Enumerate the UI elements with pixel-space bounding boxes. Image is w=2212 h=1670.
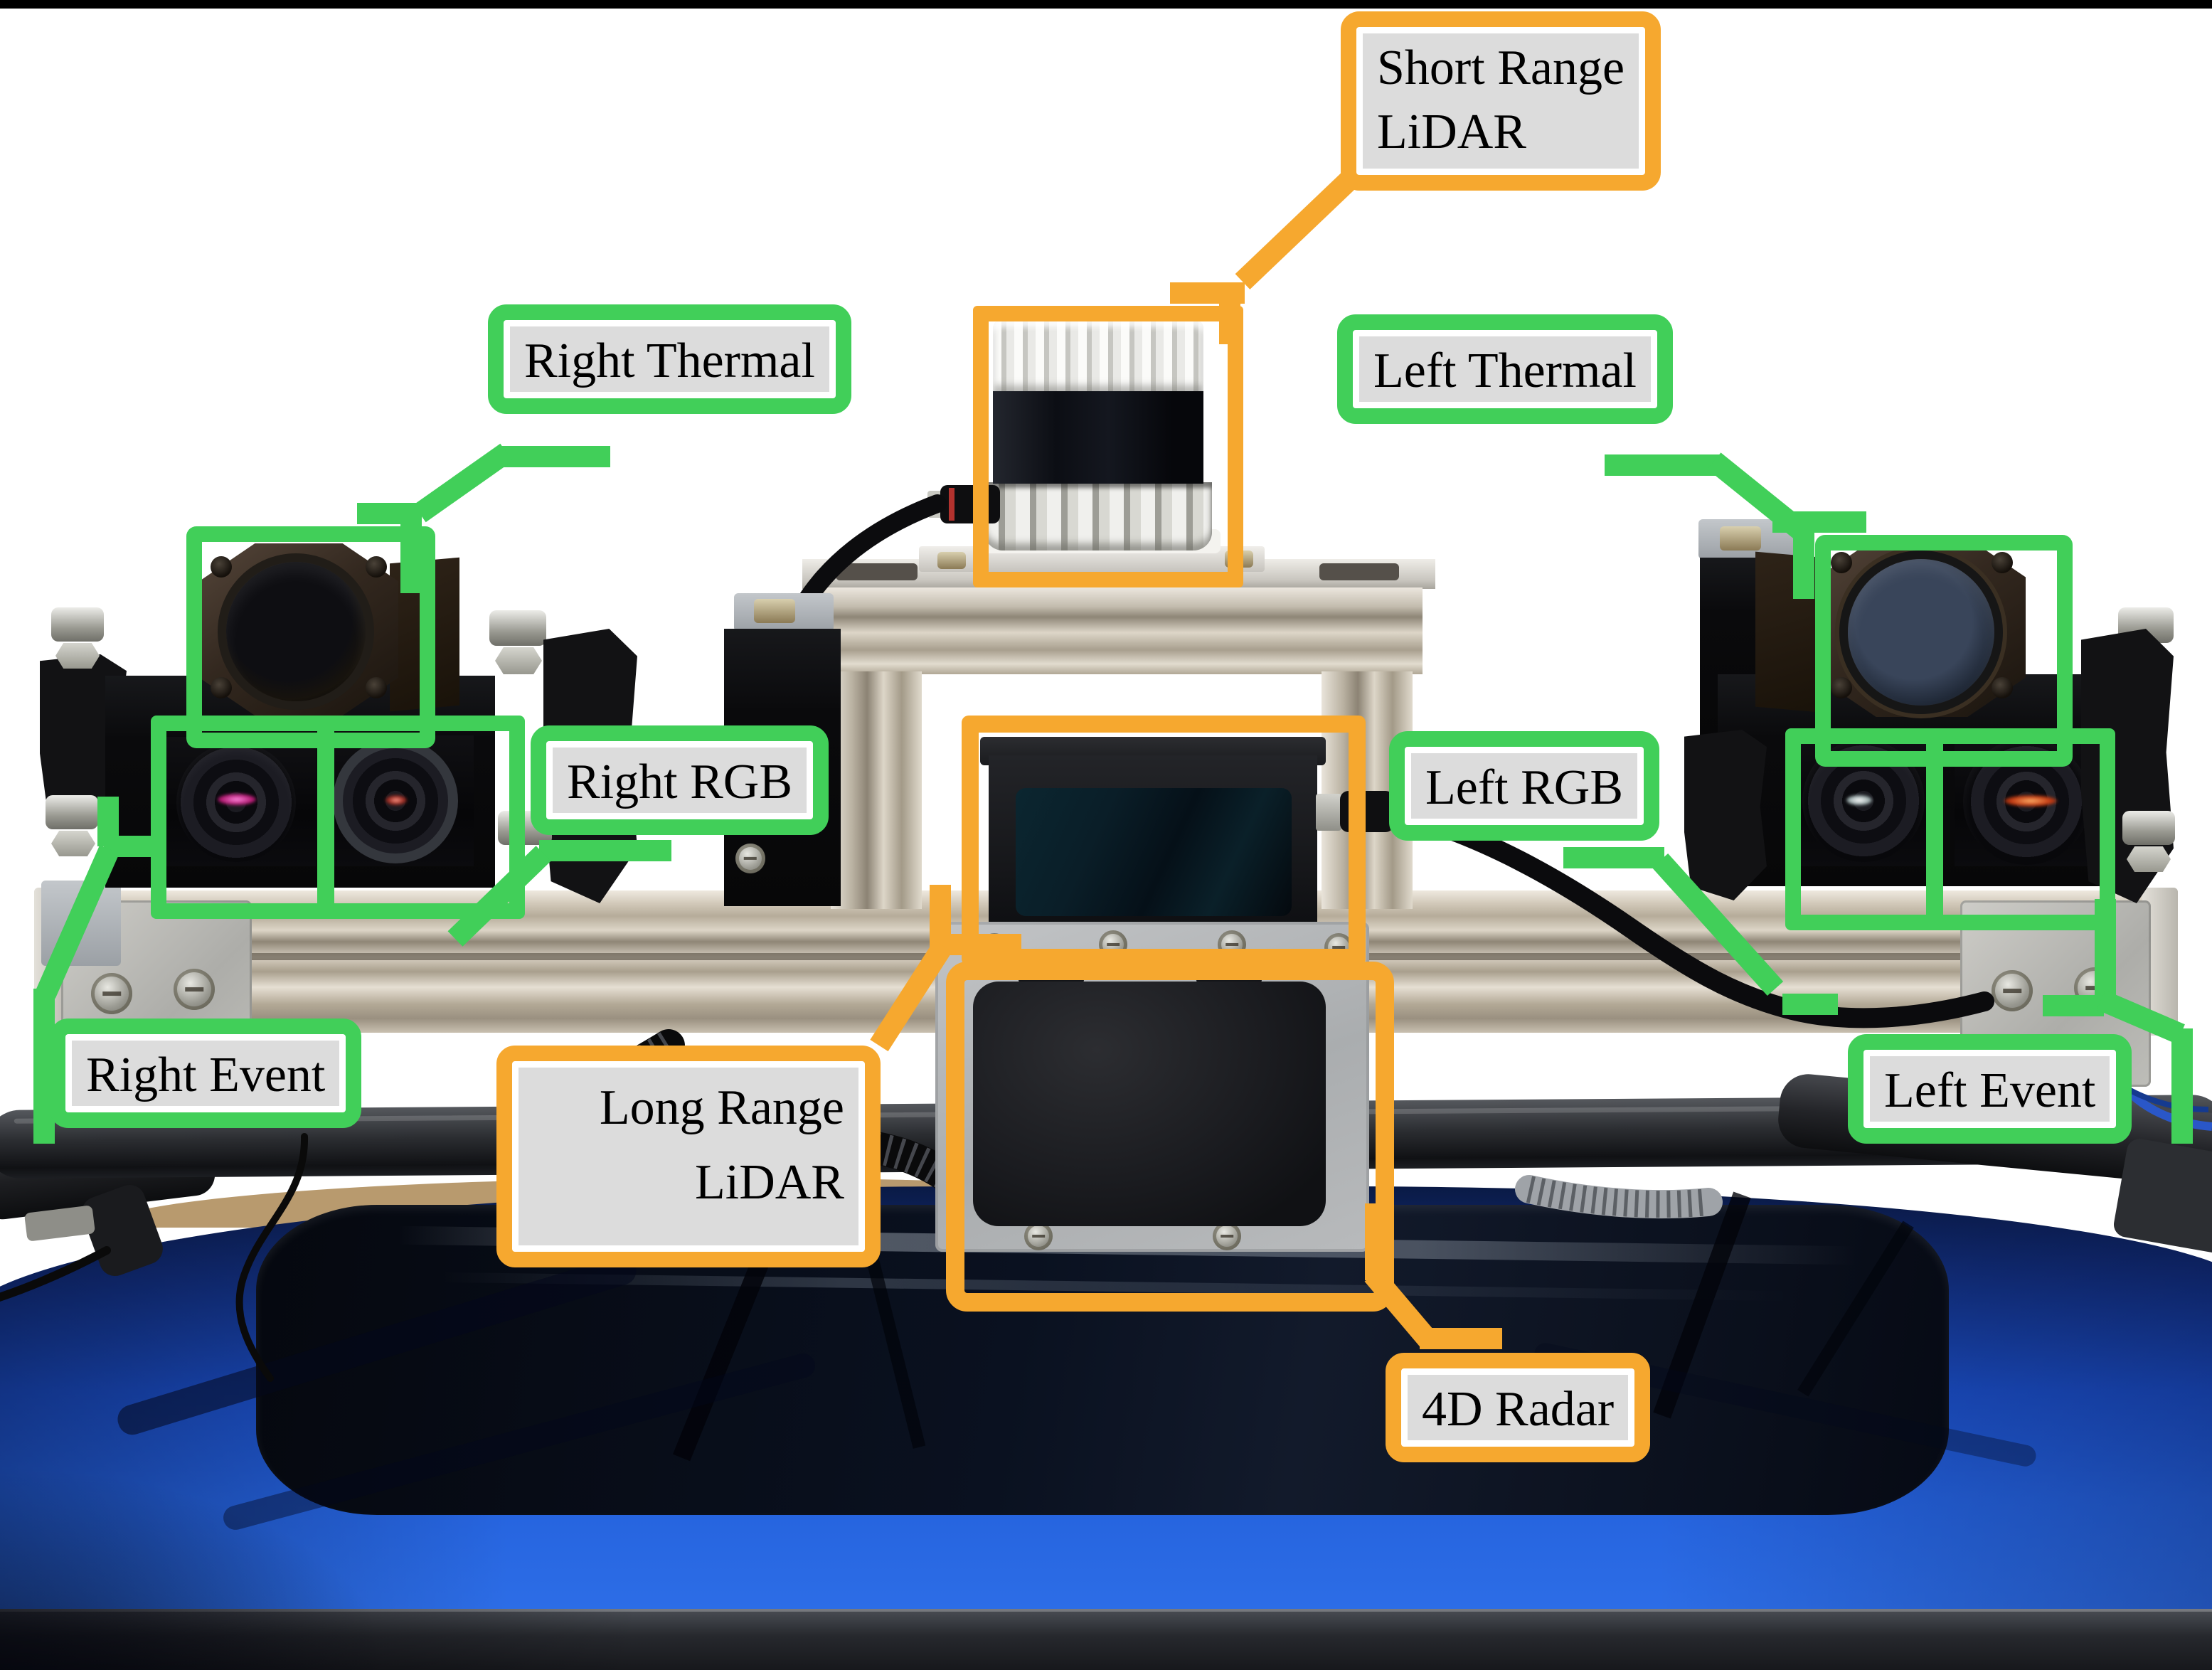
screw-head — [1213, 1222, 1241, 1250]
connector-nut — [1316, 794, 1341, 831]
thermal-lens-right — [226, 562, 366, 701]
nut — [2127, 846, 2171, 872]
lens-glint — [2004, 795, 2057, 807]
label-long-range-lidar-text: Long Range LiDAR — [519, 1068, 858, 1245]
bolt — [937, 552, 966, 569]
radar-sensor-4d — [973, 982, 1326, 1226]
screw-head — [1831, 552, 1852, 573]
screw-head — [1024, 1222, 1053, 1250]
top-border-bar — [0, 0, 2212, 9]
callout-divider — [1926, 744, 1943, 915]
callout-box-4d-radar — [946, 962, 1394, 1312]
bolt — [489, 610, 546, 646]
callout-box-left-camera-pair — [1785, 728, 2115, 930]
label-left-event: Left Event — [1848, 1034, 2132, 1144]
short-range-lidar-sensor — [993, 390, 1203, 484]
screw-head — [211, 556, 232, 578]
callout-box-right-thermal — [186, 526, 435, 748]
screw-head — [174, 969, 215, 1010]
label-short-range-lidar-text: Short Range LiDAR — [1363, 33, 1639, 169]
screw-head — [1831, 677, 1852, 698]
bolt — [754, 599, 795, 623]
tower-beam — [818, 587, 1423, 674]
label-right-thermal-text: Right Thermal — [510, 326, 829, 392]
leader-short-range-lidar — [1235, 171, 1358, 289]
short-range-lidar-heatsink — [993, 320, 1203, 391]
roof-rail-end-cap — [2112, 1137, 2212, 1256]
screw-head — [366, 677, 387, 698]
bolt — [46, 795, 98, 829]
callout-box-short-range-lidar — [973, 306, 1243, 587]
lidar-cable-connector — [940, 485, 1000, 523]
nut — [55, 643, 100, 669]
label-left-event-text: Left Event — [1870, 1056, 2110, 1122]
screw-head — [211, 677, 232, 698]
callout-box-right-camera-pair — [151, 716, 525, 919]
callout-box-long-range-lidar — [962, 716, 1366, 966]
bolt — [2122, 811, 2175, 845]
screw-head — [366, 556, 387, 578]
nut — [51, 831, 95, 856]
long-range-lidar-window — [1016, 788, 1292, 916]
label-4d-radar: 4D Radar — [1386, 1353, 1651, 1462]
screw-head — [735, 844, 765, 873]
label-4d-radar-text: 4D Radar — [1408, 1375, 1629, 1440]
screw-head — [1992, 970, 2033, 1011]
label-right-rgb-text: Right RGB — [553, 748, 807, 813]
lens-glint — [1846, 795, 1872, 805]
bolt — [51, 607, 104, 642]
label-short-range-lidar: Short Range LiDAR — [1341, 11, 1661, 191]
label-left-rgb: Left RGB — [1389, 731, 1660, 841]
callout-box-left-thermal — [1815, 535, 2073, 767]
label-left-thermal: Left Thermal — [1337, 314, 1673, 424]
screw-head — [91, 973, 132, 1014]
lens-glint — [385, 795, 407, 805]
leader-right-thermal — [413, 443, 513, 523]
screw-head — [2074, 967, 2115, 1009]
tower-post-left — [831, 671, 922, 909]
callout-divider — [317, 731, 334, 903]
short-range-lidar-base-fins — [984, 482, 1212, 551]
mount-block — [41, 881, 121, 966]
nut — [495, 647, 542, 674]
extrusion-slot — [1319, 563, 1399, 580]
camera-bracket — [1684, 730, 1767, 900]
bolt — [1720, 526, 1761, 551]
label-right-rgb: Right RGB — [531, 725, 829, 835]
thermal-lens-left — [1848, 559, 1994, 706]
label-long-range-lidar: Long Range LiDAR — [496, 1046, 881, 1267]
label-left-thermal-text: Left Thermal — [1359, 336, 1651, 402]
screw-head — [1992, 552, 2013, 573]
lens-glint — [218, 794, 256, 805]
label-right-event: Right Event — [50, 1019, 362, 1128]
dark-corner — [0, 1465, 398, 1670]
screw-head — [1992, 677, 2013, 698]
extrusion-slot — [836, 563, 918, 580]
label-left-rgb-text: Left RGB — [1411, 753, 1638, 819]
label-right-event-text: Right Event — [72, 1041, 340, 1106]
label-right-thermal: Right Thermal — [488, 304, 851, 414]
